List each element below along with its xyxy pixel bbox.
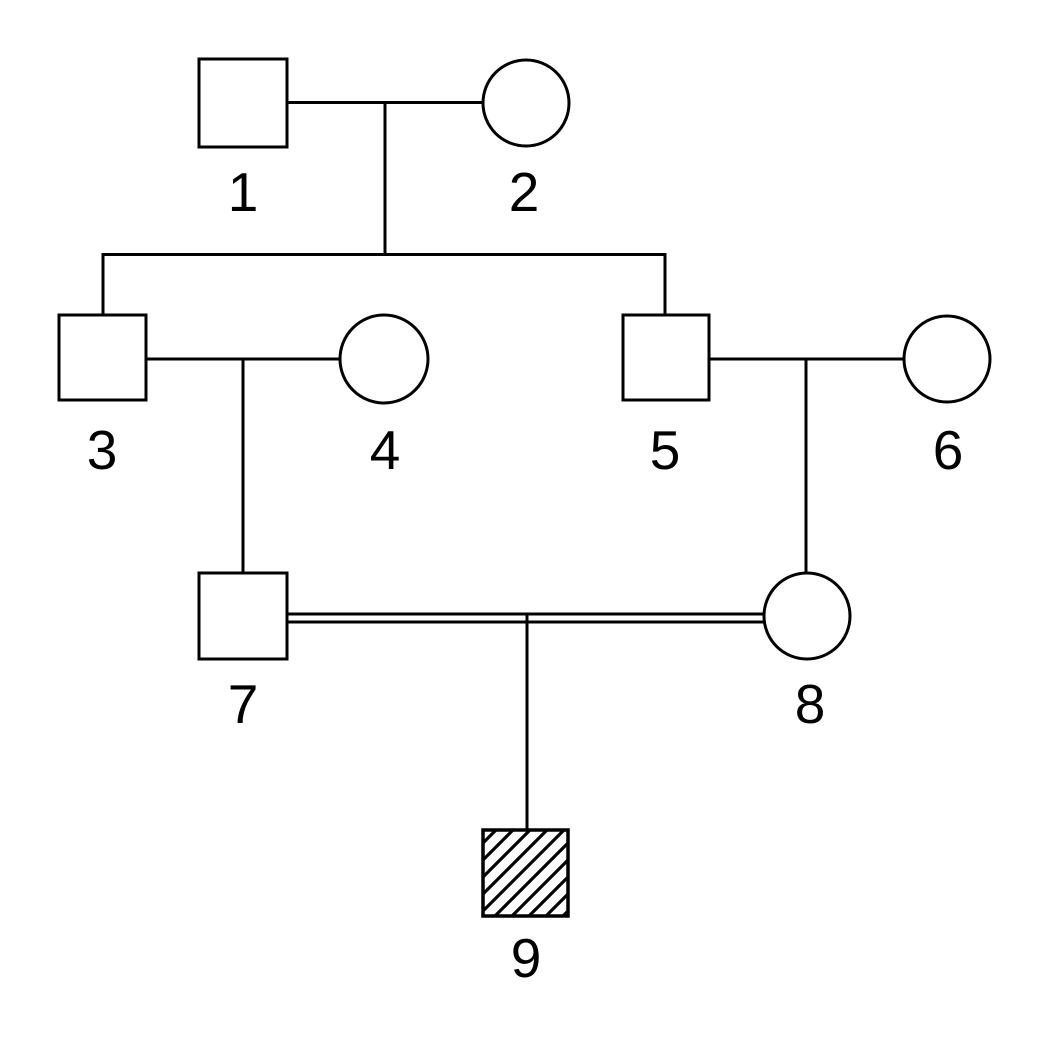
individual-9-affected-male-square: [481, 828, 570, 918]
sibship-line-3-5: [101, 253, 667, 315]
individual-5-male-square: [621, 313, 711, 402]
individual-4-female-circle: [338, 313, 430, 405]
individual-4-label: 4: [370, 419, 401, 481]
individual-3-label: 3: [87, 419, 118, 481]
individual-7-male-square: [197, 571, 289, 661]
individual-6-female-circle: [902, 314, 992, 404]
individual-7-label: 7: [228, 673, 259, 735]
individual-6-label: 6: [933, 419, 964, 481]
individual-5-label: 5: [650, 419, 681, 481]
individual-9-label: 9: [511, 927, 542, 989]
individual-1-label: 1: [228, 161, 259, 223]
individual-3-male-square: [57, 313, 148, 402]
individual-1-male-square: [197, 57, 289, 149]
individual-8-female-circle: [762, 571, 852, 661]
individual-8-label: 8: [795, 673, 826, 735]
individual-2-label: 2: [509, 161, 540, 223]
individual-2-female-circle: [481, 58, 571, 148]
